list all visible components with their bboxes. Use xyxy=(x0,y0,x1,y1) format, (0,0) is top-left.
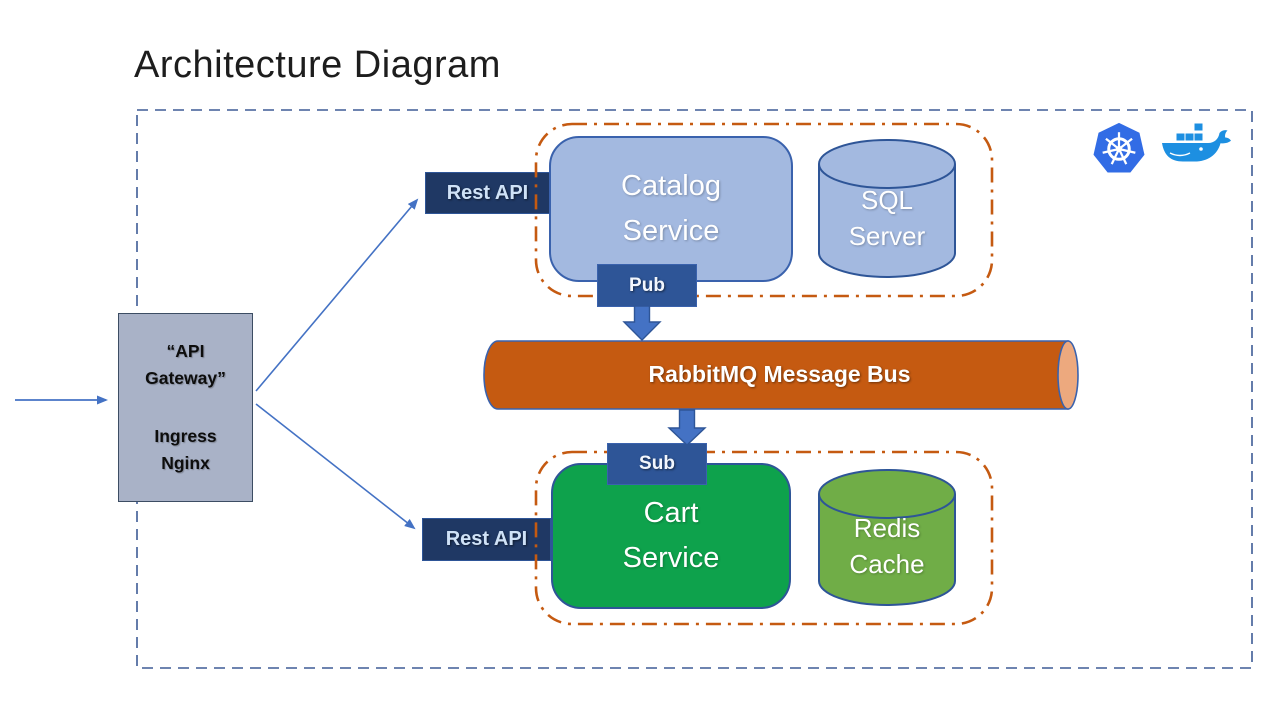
rest-api-bottom-label: Rest API xyxy=(422,518,551,561)
api-gateway-subtitle: Ingress Nginx xyxy=(154,425,217,473)
catalog-group-frame xyxy=(534,122,994,298)
rabbitmq-bus-text: RabbitMQ Message Bus xyxy=(648,360,911,387)
gateway-to-catalog-arrow xyxy=(255,198,419,392)
sub-text: Sub xyxy=(639,453,675,474)
bus-to-sub-arrow xyxy=(667,409,707,446)
rest-api-bottom-text: Rest API xyxy=(445,528,528,550)
api-gateway-title: “API Gateway” xyxy=(145,341,226,389)
cart-group-frame xyxy=(534,450,994,626)
pub-text: Pub xyxy=(629,274,665,296)
rabbitmq-bus-cylinder xyxy=(483,340,1079,410)
kubernetes-icon xyxy=(1093,122,1145,173)
rest-api-top-text: Rest API xyxy=(446,181,529,204)
catalog-service-label: Catalog Service xyxy=(621,170,721,247)
catalog-service-box: Catalog Service xyxy=(549,136,793,282)
pub-label: Pub xyxy=(597,264,697,307)
redis-cache-text: Redis Cache xyxy=(849,512,925,579)
sql-server-cylinder xyxy=(818,139,956,278)
sql-server-label: SQL Server xyxy=(827,168,947,268)
sub-label: Sub xyxy=(607,443,707,485)
cart-service-label: Cart Service xyxy=(622,497,720,574)
page-title: Architecture Diagram xyxy=(134,44,501,86)
gateway-to-cart-arrow xyxy=(255,403,416,530)
pub-to-bus-arrow xyxy=(622,305,662,341)
redis-cache-label: Redis Cache xyxy=(827,496,947,596)
redis-cache-cylinder xyxy=(818,469,956,606)
docker-icon xyxy=(1162,122,1231,162)
api-gateway-box: “API Gateway” Ingress Nginx xyxy=(118,313,253,502)
rabbitmq-bus-label: RabbitMQ Message Bus xyxy=(493,339,1066,409)
sql-server-text: SQL Server xyxy=(848,184,926,251)
